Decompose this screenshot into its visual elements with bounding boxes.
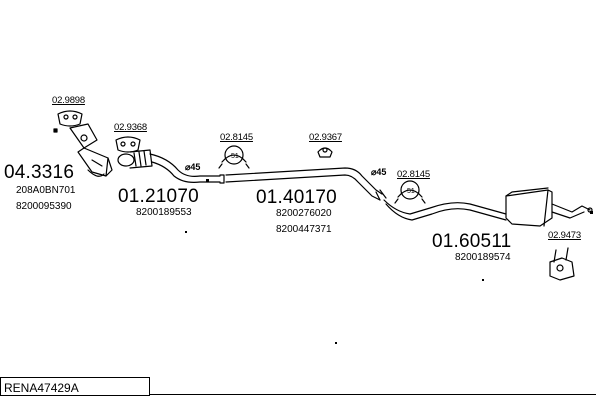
fitting-code-02-9367: 02.9367 bbox=[309, 132, 342, 143]
gasket-02-9898-icon bbox=[53, 110, 83, 133]
fitting-code-02-8145-b: 02.8145 bbox=[397, 169, 430, 180]
diagram-id-box: RENA47429A bbox=[0, 377, 150, 396]
oem-number-middle-pipe-1: 8200276020 bbox=[276, 208, 332, 219]
frame-line bbox=[150, 394, 596, 395]
fitting-code-02-9473: 02.9473 bbox=[548, 230, 581, 241]
fitting-code-02-9898: 02.9898 bbox=[52, 95, 85, 106]
oem-number-front-pipe: 8200189553 bbox=[136, 207, 192, 218]
rear-silencer-icon bbox=[383, 187, 593, 227]
marker-dot bbox=[482, 279, 484, 281]
marker-dot bbox=[185, 231, 187, 233]
catalyst-icon bbox=[69, 123, 113, 177]
assembly-id-front-pipe: 01.21070 bbox=[118, 186, 199, 207]
front-pipe-icon bbox=[117, 149, 225, 184]
oem-number-rear-silencer: 8200189574 bbox=[455, 252, 511, 263]
oem-number-catalyst-1: 208A0BN701 bbox=[16, 185, 76, 196]
marker-dot bbox=[335, 342, 337, 344]
hanger-02-9473-icon bbox=[549, 247, 575, 281]
fitting-code-02-8145-a: 02.8145 bbox=[220, 132, 253, 143]
oem-number-catalyst-2: 8200095390 bbox=[16, 201, 72, 212]
assembly-id-rear-silencer: 01.60511 bbox=[432, 231, 512, 252]
gasket-02-9368-icon bbox=[115, 136, 141, 153]
clamp-02-8145-icon bbox=[218, 145, 250, 169]
marker-dot bbox=[590, 211, 593, 214]
clamp-02-8145-b-icon bbox=[394, 180, 426, 204]
clamp-ring-label-1: 51 bbox=[231, 153, 239, 160]
marker-dot bbox=[206, 179, 209, 182]
middle-pipe-icon bbox=[225, 167, 387, 201]
assembly-id-catalyst: 04.3316 bbox=[4, 162, 75, 183]
diameter-label-2: ⌀45 bbox=[371, 167, 387, 177]
mount-02-9367-icon bbox=[317, 147, 333, 158]
oem-number-middle-pipe-2: 8200447371 bbox=[276, 224, 332, 235]
diameter-label-1: ⌀45 bbox=[185, 162, 201, 172]
clamp-ring-label-2: 51 bbox=[407, 188, 415, 195]
diagram-id: RENA47429A bbox=[4, 381, 79, 395]
assembly-id-middle-pipe: 01.40170 bbox=[256, 187, 337, 208]
fitting-code-02-9368: 02.9368 bbox=[114, 122, 147, 133]
